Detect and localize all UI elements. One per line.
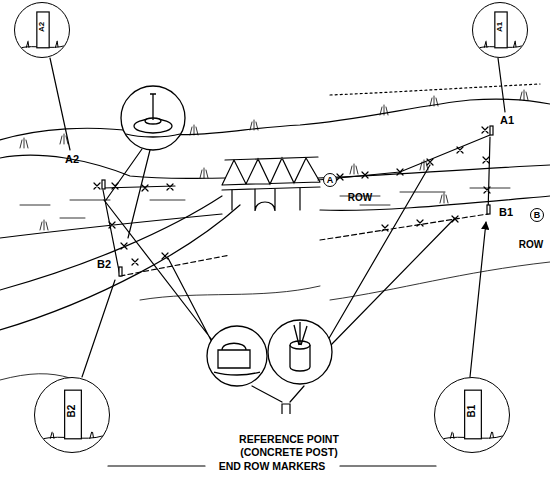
marker-post-text: B1 [467,405,477,418]
callout-text: END ROW MARKERS [207,460,337,473]
marker-label: A1 [492,114,522,127]
marker-post [65,390,82,439]
marker-label: B1 [491,206,521,219]
end-row-post [487,205,490,214]
road-edge [0,196,240,330]
reference-box [214,343,260,375]
marker-inset: B1 [434,377,510,453]
marker-post [465,390,482,439]
end-row-post [102,180,105,189]
reference-lines [104,165,455,402]
row-b-line [120,214,488,276]
end-row-post [490,126,493,135]
marker-post-text: B2 [67,405,77,418]
row-letter-circle: B [530,208,544,222]
left-bank [0,155,225,178]
hill-crest [330,84,540,95]
marker-inset: B2 [34,377,110,453]
bridge-piers [232,188,300,211]
reference-inset [207,326,267,386]
row-letter: A [327,176,334,185]
water-lines [20,188,510,218]
minefield-fence [103,135,490,276]
mine-leader-lines [106,149,150,238]
mine-body [134,119,172,133]
row-letter: B [534,211,541,220]
mine-fuze [126,94,180,137]
reference-post-symbol [282,404,290,414]
reference-note: REFERENCE POINT (CONCRETE POST) [227,433,351,458]
hill-line [0,99,550,140]
row-label: ROW [511,239,550,251]
marker-post-text: A1 [496,22,504,32]
reference-inset [268,320,332,384]
marker-inset: A1 [472,2,528,58]
detail-insets [121,86,332,386]
marker-label: A2 [57,153,87,166]
marker-post [37,12,49,48]
row-label: ROW [340,192,380,204]
row-letter-circle: A [323,173,337,187]
marker-label: B2 [89,258,119,271]
terrain-group [0,58,550,466]
mine-inset [121,86,185,150]
end-row-post [119,267,122,276]
truss-bridge [222,157,320,190]
post-stakes [294,322,307,345]
marker-post-text: A2 [38,22,46,32]
ground-markers [102,126,493,414]
grass-tufts [20,90,528,230]
marker-inset: A2 [14,2,70,58]
marker-post [495,12,507,48]
